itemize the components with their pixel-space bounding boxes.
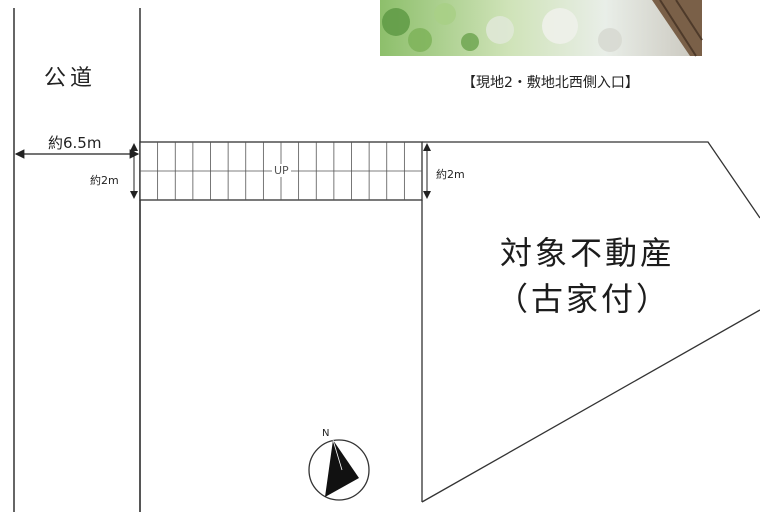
property-boundary-north (422, 141, 760, 219)
road-label: 公道 (44, 66, 97, 91)
site-photo (380, 0, 703, 57)
north-arrow-icon (308, 439, 370, 501)
property-title: 対象不動産 (500, 234, 676, 272)
property-subtitle: （古家付） (496, 280, 672, 318)
road-width-label: 約6.5m (48, 134, 102, 152)
stairs-up-label: UP (272, 164, 291, 177)
stair-depth-right-label: 約2m (436, 168, 465, 181)
stair-depth-left-label: 約2m (90, 174, 119, 187)
north-label: N (322, 428, 330, 439)
photo-caption: 【現地2・敷地北西側入口】 (462, 75, 639, 91)
property-boundary-south (421, 309, 760, 503)
stairs (139, 141, 423, 201)
